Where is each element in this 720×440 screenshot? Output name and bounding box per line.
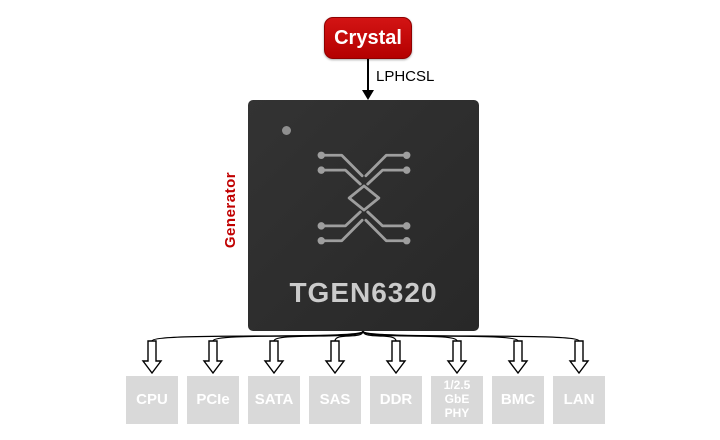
down-arrow-icon	[507, 340, 529, 375]
generator-label: Generator	[222, 171, 239, 249]
pin1-dot-icon	[282, 126, 291, 135]
down-arrow-icon	[324, 340, 346, 375]
down-arrow-icon	[446, 340, 468, 375]
crystal-block: Crystal	[324, 17, 412, 59]
down-arrow-icon	[202, 340, 224, 375]
down-arrow-icon	[385, 340, 407, 375]
down-arrow-icon	[141, 340, 163, 375]
output-box-sata: SATA	[248, 376, 300, 424]
output-box-ddr: DDR	[370, 376, 422, 424]
down-arrow-icon	[568, 340, 590, 375]
output-row: CPU PCIe SATA SAS DDR 1/2.5 GbE PHY BMC …	[126, 376, 605, 424]
output-box-bmc: BMC	[492, 376, 544, 424]
chip-tgen6320: TGEN6320	[248, 100, 479, 331]
output-down-arrows	[141, 340, 590, 375]
output-box-gbe-phy: 1/2.5 GbE PHY	[431, 376, 483, 424]
fanout-curves	[151, 330, 580, 342]
chip-logo-icon	[317, 151, 411, 245]
chip-name: TGEN6320	[289, 277, 438, 308]
lphcsl-label: LPHCSL	[376, 68, 435, 85]
down-arrow-icon	[263, 340, 285, 375]
output-box-cpu: CPU	[126, 376, 178, 424]
output-box-pcie: PCIe	[187, 376, 239, 424]
output-box-sas: SAS	[309, 376, 361, 424]
crystal-to-chip-arrow	[362, 58, 374, 100]
output-box-lan: LAN	[553, 376, 605, 424]
